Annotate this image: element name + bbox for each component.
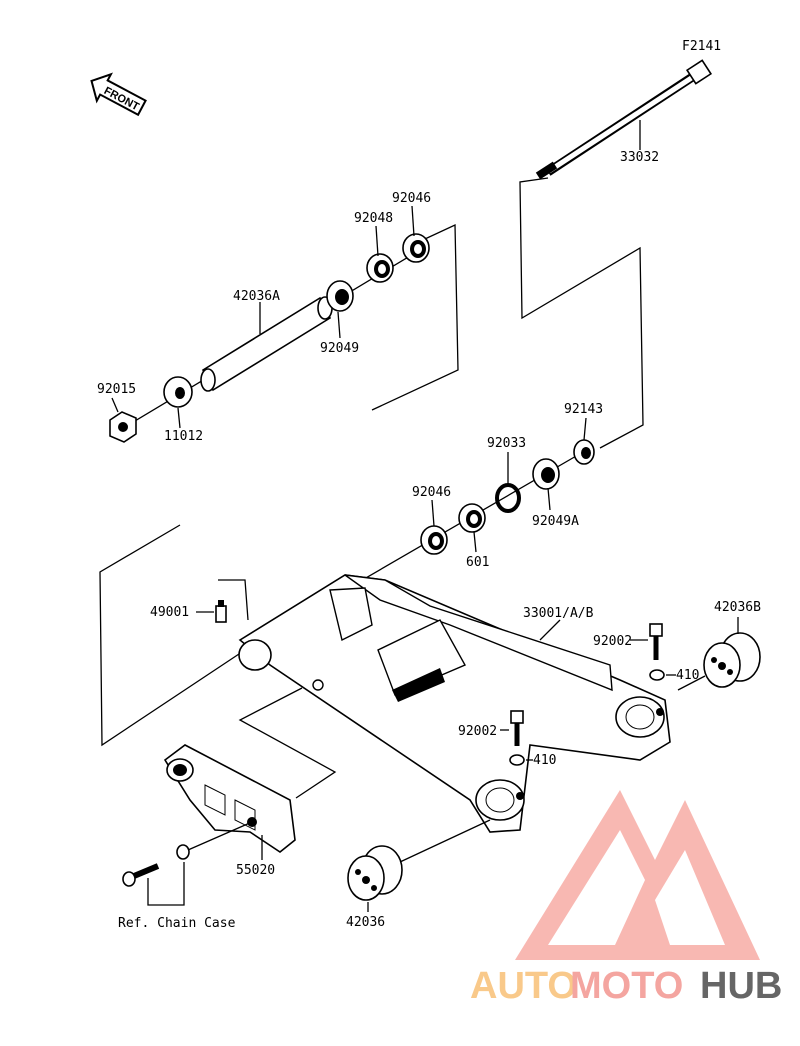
bracket-55020 bbox=[238, 687, 337, 799]
sleeve-42036A bbox=[200, 296, 333, 392]
label-410-right: 410 bbox=[676, 668, 699, 683]
bearing-92048 bbox=[366, 253, 394, 283]
watermark-logo: AUTO MOTO HUB bbox=[470, 790, 782, 1007]
figure-code: F2141 bbox=[682, 39, 721, 54]
bolt-92002-right bbox=[649, 623, 663, 660]
swingarm-33001 bbox=[238, 574, 671, 833]
washer-410-center bbox=[509, 754, 525, 766]
collar-92143 bbox=[573, 439, 595, 465]
bearing-601 bbox=[458, 503, 486, 533]
label-92033: 92033 bbox=[487, 436, 526, 451]
bracket-chain-case bbox=[147, 862, 185, 906]
bush-42036B bbox=[703, 632, 761, 688]
bracket-49001 bbox=[218, 579, 249, 621]
chain-guard-55020 bbox=[163, 744, 296, 853]
label-49001: 49001 bbox=[150, 605, 189, 620]
label-11012: 11012 bbox=[164, 429, 203, 444]
watermark-auto: AUTO bbox=[470, 965, 577, 1007]
label-33001: 33001/A/B bbox=[523, 606, 594, 621]
collar-11012 bbox=[163, 376, 193, 408]
front-arrow-icon: FRONT bbox=[90, 72, 147, 117]
washer-chain-case bbox=[176, 844, 190, 860]
watermark-moto: MOTO bbox=[570, 965, 683, 1007]
label-92015: 92015 bbox=[97, 382, 136, 397]
circlip-92033 bbox=[495, 483, 521, 513]
bracket-left bbox=[99, 524, 246, 747]
label-92049A: 92049A bbox=[532, 514, 579, 529]
bearing-92046-mid bbox=[420, 525, 448, 555]
washer-410-right bbox=[649, 669, 665, 681]
nut-92015 bbox=[109, 411, 137, 443]
label-42036A: 42036A bbox=[233, 289, 280, 304]
watermark-hub: HUB bbox=[700, 965, 782, 1007]
bolt-92002-center bbox=[510, 710, 524, 746]
label-92046-mid: 92046 bbox=[412, 485, 451, 500]
label-92002-right: 92002 bbox=[593, 634, 632, 649]
label-42036: 42036 bbox=[346, 915, 385, 930]
label-33032: 33032 bbox=[620, 150, 659, 165]
label-92143: 92143 bbox=[564, 402, 603, 417]
bush-42036 bbox=[347, 845, 403, 901]
label-601: 601 bbox=[466, 555, 489, 570]
label-55020: 55020 bbox=[236, 863, 275, 878]
label-92048: 92048 bbox=[354, 211, 393, 226]
grease-nipple-49001 bbox=[215, 600, 227, 623]
label-42036B: 42036B bbox=[714, 600, 761, 615]
label-410-center: 410 bbox=[533, 753, 556, 768]
axle-33032 bbox=[535, 59, 713, 180]
seal-92049 bbox=[326, 280, 354, 312]
label-92002-center: 92002 bbox=[458, 724, 497, 739]
bracket-top bbox=[371, 223, 459, 411]
screw-chain-case bbox=[122, 863, 160, 887]
label-92046-top: 92046 bbox=[392, 191, 431, 206]
bracket-right bbox=[519, 177, 644, 449]
bearing-92046-top bbox=[402, 233, 430, 263]
seal-92049A bbox=[532, 458, 560, 490]
label-ref-chain-case: Ref. Chain Case bbox=[118, 916, 236, 931]
label-92049: 92049 bbox=[320, 341, 359, 356]
